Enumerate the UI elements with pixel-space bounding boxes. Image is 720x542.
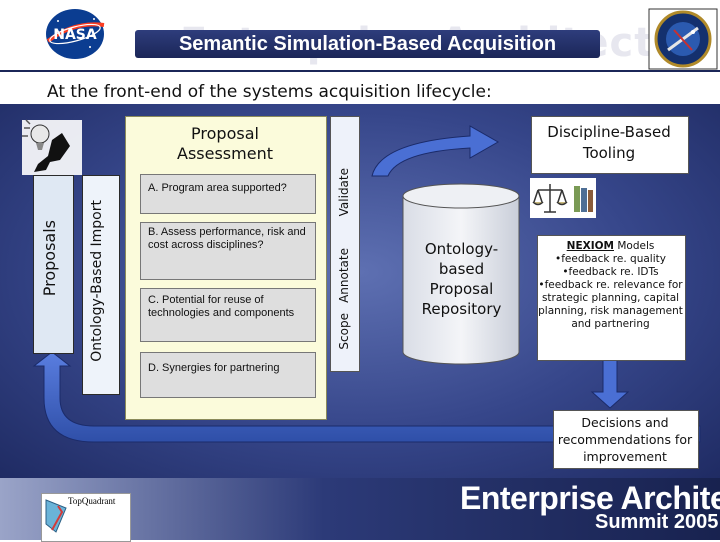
- proposals-label: Proposals: [40, 220, 59, 297]
- assessment-title: Proposal Assessment: [125, 124, 325, 164]
- repository-label: Ontology- based Proposal Repository: [403, 239, 520, 319]
- assessment-title-line1: Proposal: [191, 124, 259, 143]
- decisions-label: Decisions and recommendations for improv…: [557, 415, 693, 464]
- footer-event-year: Summit 2005: [595, 511, 719, 533]
- nexiom-content: NEXIOM Models •feedback re. quality •fee…: [538, 240, 683, 331]
- nexiom-heading: NEXIOM Models: [538, 240, 683, 253]
- assessment-step-a: A. Program area supported?: [140, 174, 316, 214]
- repository-cylinder: [402, 183, 520, 365]
- stage-validate: Validate: [337, 168, 351, 217]
- tooling-arrow: [371, 125, 500, 177]
- nexiom-item: •feedback re. IDTs: [562, 266, 659, 278]
- header-rule: [0, 70, 720, 72]
- footer-event-title: Enterprise Architect: [460, 480, 720, 516]
- proposals-column: [33, 175, 74, 354]
- tooling-label: Discipline-Based Tooling: [531, 122, 687, 164]
- nasa-logo-icon: NASA: [46, 9, 105, 59]
- title-banner: Semantic Simulation-Based Acquisition: [135, 30, 600, 58]
- nasa-logo-text: NASA: [53, 27, 97, 43]
- decisions-arrow: [590, 359, 630, 409]
- repository-line1: Ontology-: [424, 240, 499, 258]
- thinker-icon: [22, 119, 82, 175]
- import-column: [82, 175, 120, 395]
- slide-subtitle: At the front-end of the systems acquisit…: [47, 82, 492, 102]
- repository-line4: Repository: [421, 300, 502, 318]
- nexiom-item: •feedback re. relevance for strategic pl…: [538, 279, 683, 330]
- page-title: Semantic Simulation-Based Acquisition: [178, 33, 557, 55]
- nexiom-suffix: Models: [614, 240, 655, 252]
- tooling-box: [531, 116, 689, 174]
- import-label: Ontology-Based Import: [89, 200, 105, 362]
- tooling-line2: Tooling: [582, 144, 636, 162]
- nexiom-box: [537, 235, 686, 361]
- stage-scope: Scope: [337, 313, 351, 350]
- stages-column: [330, 116, 360, 372]
- sponsor-name: TopQuadrant: [68, 496, 116, 506]
- scales-icon: [530, 178, 596, 218]
- decisions-box: [553, 410, 699, 469]
- assessment-step-b: B. Assess performance, risk and cost acr…: [140, 222, 316, 280]
- agency-seal-icon: [648, 8, 718, 70]
- nexiom-item: •feedback re. quality: [555, 253, 666, 265]
- tooling-line1: Discipline-Based: [547, 123, 671, 141]
- nexiom-brand: NEXIOM: [566, 240, 614, 252]
- assessment-title-line2: Assessment: [177, 144, 273, 163]
- sponsor-logo-icon: [45, 499, 67, 533]
- stage-annotate: Annotate: [337, 248, 351, 303]
- assessment-step-c: C. Potential for reuse of technologies a…: [140, 288, 316, 342]
- repository-line2: based: [438, 260, 485, 278]
- repository-line3: Proposal: [429, 280, 494, 298]
- assessment-step-d: D. Synergies for partnering: [140, 352, 316, 398]
